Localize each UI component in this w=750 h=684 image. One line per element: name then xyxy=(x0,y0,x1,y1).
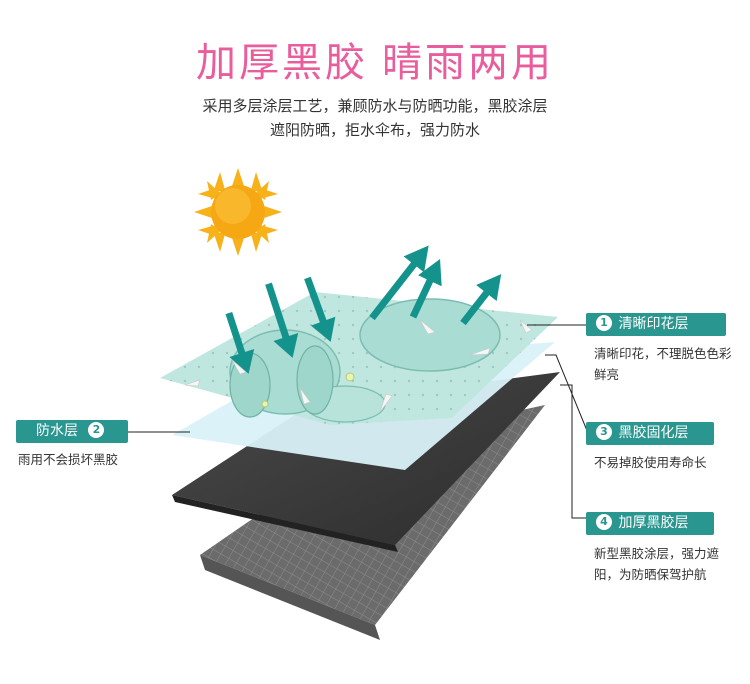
desc-waterproof-layer: 雨用不会损坏黑胶 xyxy=(18,452,119,467)
label-number-3: 3 xyxy=(596,424,612,440)
label-text-1: 清晰印花层 xyxy=(618,316,689,332)
description-line2: 遮阳防晒，拒水伞布，强力防水 xyxy=(269,121,480,139)
arrow-out-icon xyxy=(369,245,502,326)
label-text-2: 防水层 xyxy=(36,423,78,439)
sun-icon xyxy=(194,168,282,256)
page-title: 加厚黑胶晴雨两用 xyxy=(0,30,750,88)
title-part1: 加厚黑胶 xyxy=(196,40,368,86)
label-number-4: 4 xyxy=(596,514,612,530)
desc-clear-print-layer: 清晰印花，不理脱色色彩鲜亮 xyxy=(594,346,732,382)
label-clear-print-layer: 1 清晰印花层 xyxy=(586,313,726,336)
label-waterproof-layer: 防水层 2 xyxy=(16,420,128,443)
label-number-1: 1 xyxy=(596,315,612,331)
desc-black-glue-curing-layer: 不易掉胶使用寿命长 xyxy=(594,455,707,470)
layer-clear-print xyxy=(160,292,558,425)
label-text-4: 加厚黑胶层 xyxy=(618,515,689,531)
desc-thick-black-glue-layer: 新型黑胶涂层，强力遮阳，为防晒保驾护航 xyxy=(594,546,720,582)
title-part2: 晴雨两用 xyxy=(382,40,554,86)
description-line1: 采用多层涂层工艺，兼顾防水与防晒功能，黑胶涂层 xyxy=(202,97,548,115)
label-black-glue-curing-layer: 3 黑胶固化层 xyxy=(586,422,714,445)
arrow-in-icon xyxy=(225,276,336,374)
label-thick-black-glue-layer: 4 加厚黑胶层 xyxy=(586,512,714,535)
label-text-3: 黑胶固化层 xyxy=(618,425,689,441)
leader-line xyxy=(128,324,589,519)
label-number-2: 2 xyxy=(88,422,105,438)
